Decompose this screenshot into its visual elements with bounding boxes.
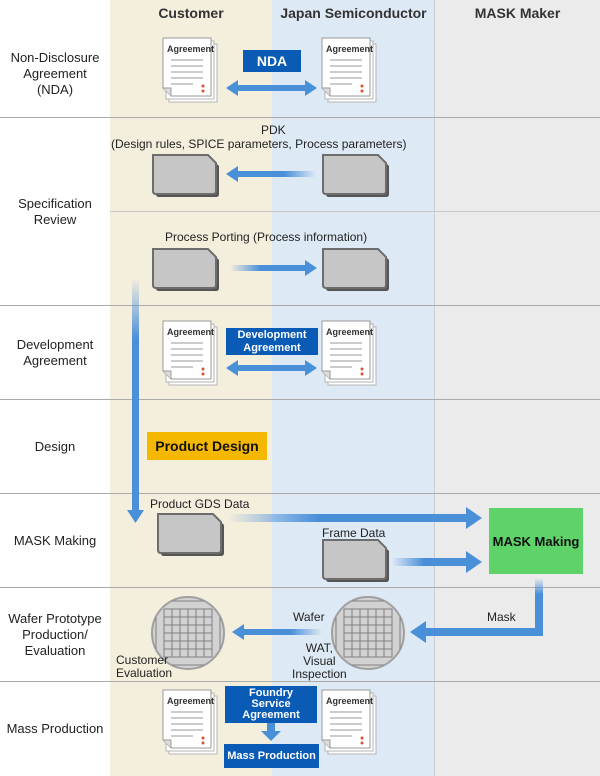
row-divider — [0, 305, 600, 306]
development-agreement-box: Development Agreement — [226, 328, 318, 355]
row-label-nda: Non-Disclosure Agreement (NDA) — [10, 49, 100, 97]
agreement-doc-japan-mass: Agreement — [321, 689, 377, 755]
japan-header: Japan Semiconductor — [280, 5, 427, 21]
row-label-spec: Specification Review — [18, 195, 92, 227]
agreement-doc-japan-nda: Agreement — [321, 37, 377, 103]
arrow-customer-down — [127, 278, 144, 523]
chip-customer-porting — [152, 248, 220, 292]
chip-japan-porting — [322, 248, 390, 292]
customer-evaluation-label: Customer Evaluation — [116, 653, 173, 680]
row-divider — [0, 681, 600, 682]
mask-making-box: MASK Making — [489, 508, 583, 574]
arrow-gds-right — [228, 507, 482, 529]
agreement-text: Agreement — [326, 696, 373, 706]
row-label-mask: MASK Making — [13, 532, 97, 548]
foundry-service-agreement-box: Foundry Service Agreement — [225, 686, 317, 723]
product-design-box: Product Design — [147, 432, 267, 460]
arrow-foundry-down — [261, 723, 281, 741]
chip-japan-pdk — [322, 154, 390, 198]
row-divider — [0, 399, 600, 400]
row-divider — [0, 587, 600, 588]
wat-label: WAT, Visual Inspection — [292, 641, 347, 681]
chip-customer-gds — [157, 513, 225, 557]
row-label-wafer: Wafer Prototype Production/ Evaluation — [8, 610, 102, 658]
mask-maker-header: MASK Maker — [474, 5, 561, 21]
row-label-mass: Mass Production — [6, 721, 104, 736]
arrow-mask-to-wafer — [410, 578, 543, 643]
frame-data-label: Frame Data — [322, 526, 386, 540]
agreement-doc-customer-mass: Agreement — [162, 689, 218, 755]
mask-column-bg — [435, 0, 600, 776]
row-label-dev: Development Agreement — [16, 336, 94, 368]
agreement-text: Agreement — [167, 327, 214, 337]
customer-header: Customer — [158, 5, 224, 21]
double-arrow-nda — [226, 80, 317, 96]
row-divider — [110, 211, 600, 212]
chip-japan-frame — [322, 539, 390, 583]
arrow-frame-right — [392, 551, 482, 573]
row-divider — [0, 493, 600, 494]
pdk-detail-label: (Design rules, SPICE parameters, Process… — [111, 137, 407, 151]
chip-customer-pdk — [152, 154, 220, 198]
nda-box: NDA — [243, 50, 301, 72]
agreement-doc-customer-dev: Agreement — [162, 320, 218, 386]
product-gds-label: Product GDS Data — [150, 497, 250, 511]
mass-production-box: Mass Production — [224, 744, 319, 768]
row-divider — [0, 117, 600, 118]
pdk-label: PDK — [261, 123, 286, 137]
arrow-pdk-left — [226, 166, 316, 182]
agreement-doc-japan-dev: Agreement — [321, 320, 377, 386]
column-divider — [434, 0, 435, 776]
double-arrow-dev — [226, 360, 317, 376]
arrow-porting-right — [230, 260, 317, 276]
mask-label: Mask — [487, 610, 516, 624]
agreement-doc-customer-nda: Agreement — [162, 37, 218, 103]
porting-label: Process Porting (Process information) — [165, 230, 368, 244]
agreement-text: Agreement — [326, 327, 373, 337]
agreement-text: Agreement — [326, 44, 373, 54]
row-label-design: Design — [34, 438, 76, 454]
agreement-text: Agreement — [167, 44, 214, 54]
agreement-text: Agreement — [167, 696, 214, 706]
wafer-label: Wafer — [293, 610, 325, 624]
arrow-wafer-left — [232, 624, 322, 640]
